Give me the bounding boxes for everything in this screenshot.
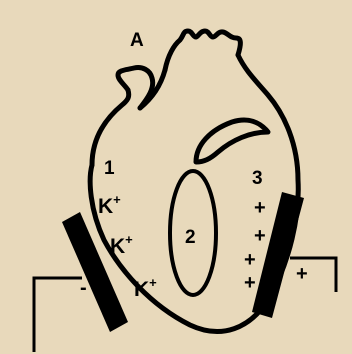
- region-3-label: 3: [252, 168, 263, 189]
- electrode-left-sign: -: [80, 277, 87, 299]
- charge-plus: +: [244, 272, 256, 294]
- heart-left-upper-outline: [89, 87, 132, 168]
- ion-label: K+: [110, 232, 133, 258]
- left-wire: [32, 276, 82, 352]
- left-electrode: [62, 212, 128, 332]
- aorta-vessel: [162, 28, 243, 73]
- right-wire: [290, 256, 338, 292]
- region-1-label: 1: [104, 158, 115, 179]
- electrode-right-sign: +: [296, 263, 308, 285]
- panel-label: A: [130, 30, 144, 51]
- ion-label: K+: [98, 192, 121, 218]
- region-2-label: 2: [185, 227, 196, 248]
- ventricle-flap: [193, 117, 271, 165]
- charge-plus: +: [244, 249, 256, 271]
- charge-plus: +: [254, 225, 266, 247]
- ion-label: K+: [134, 275, 157, 301]
- region-2-ellipse: [168, 169, 218, 297]
- charge-plus: +: [254, 197, 266, 219]
- right-electrode: [252, 192, 304, 318]
- vena-cava-vessel: [115, 65, 156, 111]
